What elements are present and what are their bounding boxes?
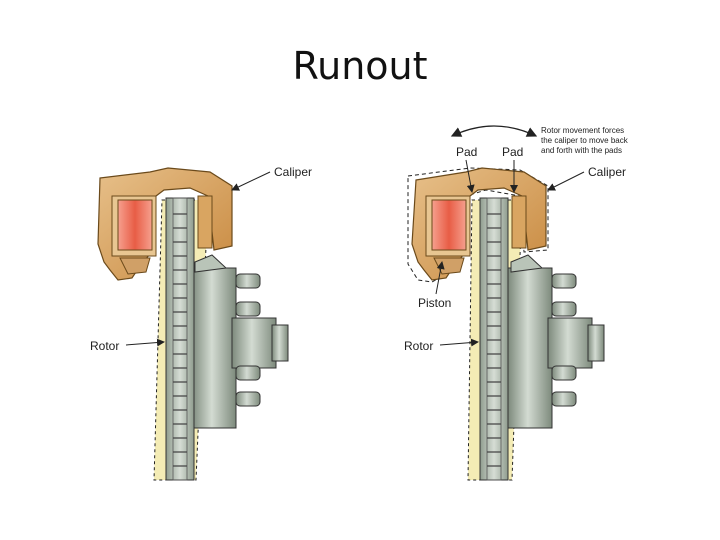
left-piston: [117, 199, 153, 251]
left-caliper: [97, 167, 233, 281]
left-brake-assembly: Caliper Rotor: [90, 165, 312, 481]
right-piston-label: Piston: [418, 296, 451, 310]
slide-title: Runout: [292, 44, 428, 88]
right-rotor: [479, 197, 509, 481]
right-piston: [431, 199, 467, 251]
right-note-line-2: the caliper to move back: [541, 136, 629, 145]
right-note-line-1: Rotor movement forces: [541, 126, 624, 135]
left-caliper-label: Caliper: [274, 165, 312, 179]
movement-arrow: [450, 125, 538, 137]
right-caliper-ghost-outline: [407, 167, 549, 283]
right-caliper: [411, 167, 547, 281]
left-hub: [191, 254, 289, 429]
right-note-line-3: and forth with the pads: [541, 146, 622, 155]
left-rotor-label: Rotor: [90, 339, 119, 353]
right-hub: [507, 254, 605, 429]
left-rotor: [165, 197, 195, 481]
right-pad-left-label: Pad: [456, 145, 477, 159]
right-pad-right-label: Pad: [502, 145, 523, 159]
right-rotor-label: Rotor: [404, 339, 433, 353]
right-brake-assembly: Pad Pad Caliper Piston Rotor Rotor movem…: [404, 125, 629, 481]
right-caliper-label: Caliper: [588, 165, 626, 179]
